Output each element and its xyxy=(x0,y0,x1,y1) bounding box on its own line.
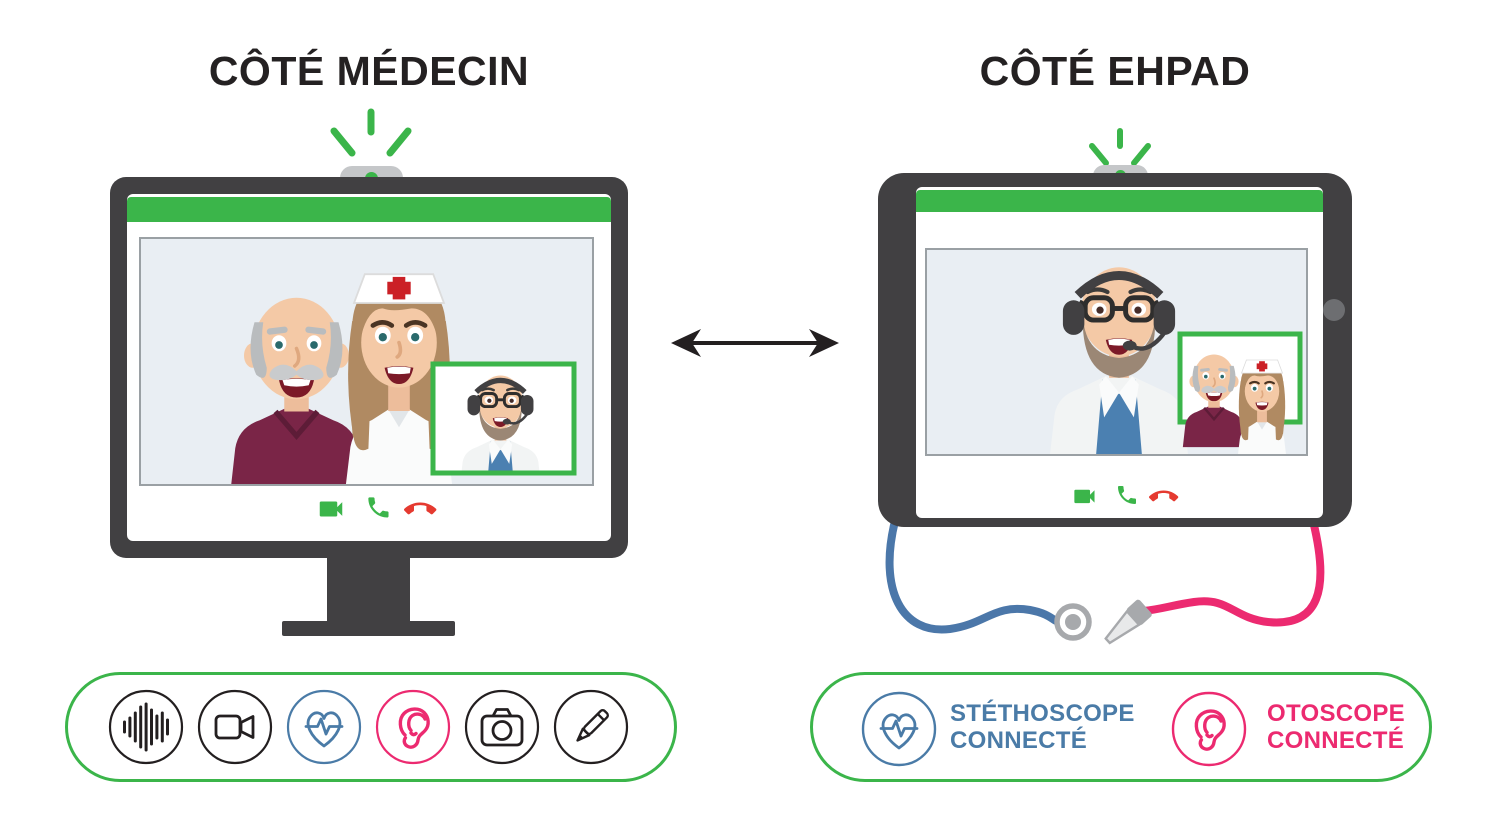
otoscope-cable xyxy=(1140,517,1325,627)
left-title: CÔTÉ MÉDECIN xyxy=(208,48,530,94)
monitor-stand-neck xyxy=(327,556,410,622)
answer-call-button[interactable] xyxy=(368,497,389,518)
hang-up-button[interactable] xyxy=(404,502,437,515)
video-call-scene xyxy=(927,250,1303,454)
otoscope-label-line1: OTOSCOPE xyxy=(1267,700,1405,727)
otoscope-ear-icon xyxy=(1171,691,1247,767)
app-header-bar xyxy=(127,197,611,222)
patient-figure xyxy=(230,298,363,484)
monitor-stand-base xyxy=(282,621,455,636)
nurse-figure-small xyxy=(1236,358,1288,454)
stethoscope-cable xyxy=(885,517,1060,634)
app-header-bar xyxy=(916,190,1323,212)
stethoscope-label-line1: STÉTHOSCOPE xyxy=(950,700,1135,727)
otoscope-label: OTOSCOPE CONNECTÉ xyxy=(1267,700,1405,754)
video-camera-icon[interactable] xyxy=(197,689,273,765)
audio-waveform-icon[interactable] xyxy=(108,689,184,765)
hang-up-button[interactable] xyxy=(1149,490,1179,502)
otoscope-ear-icon[interactable] xyxy=(375,689,451,765)
stethoscope-label: STÉTHOSCOPE CONNECTÉ xyxy=(950,700,1135,754)
stethoscope-chestpiece xyxy=(1054,603,1092,641)
otoscope-speculum xyxy=(1104,599,1152,645)
video-on-button[interactable] xyxy=(1074,489,1095,504)
tablet-camera-dot xyxy=(1323,299,1345,321)
medical-toolbar xyxy=(65,672,677,782)
stethoscope-label-line2: CONNECTÉ xyxy=(950,727,1088,754)
call-controls xyxy=(1074,486,1179,504)
connected-devices-panel: STÉTHOSCOPE CONNECTÉ OTOSCOPE CONNECTÉ xyxy=(810,672,1432,782)
webcam-light-rays xyxy=(330,108,412,157)
stethoscope-heart-icon xyxy=(861,691,937,767)
doctor-figure xyxy=(1050,267,1189,454)
call-controls xyxy=(319,497,437,518)
video-call-view-ehpad-side xyxy=(925,248,1308,456)
connected-instruments xyxy=(885,517,1325,645)
answer-call-button[interactable] xyxy=(1118,486,1136,504)
tablet-webcam-light-rays xyxy=(1089,128,1151,166)
video-on-button[interactable] xyxy=(319,501,343,517)
right-title: CÔTÉ EHPAD xyxy=(979,48,1251,94)
bidirectional-arrow xyxy=(671,329,839,357)
video-call-view-doctor-side xyxy=(139,237,594,486)
photo-camera-icon[interactable] xyxy=(464,689,540,765)
pen-icon[interactable] xyxy=(553,689,629,765)
self-view-pip xyxy=(430,361,577,476)
otoscope-label-line2: CONNECTÉ xyxy=(1267,727,1405,754)
self-view-pip xyxy=(1177,331,1303,454)
video-call-scene xyxy=(141,239,577,484)
stethoscope-heart-icon[interactable] xyxy=(286,689,362,765)
